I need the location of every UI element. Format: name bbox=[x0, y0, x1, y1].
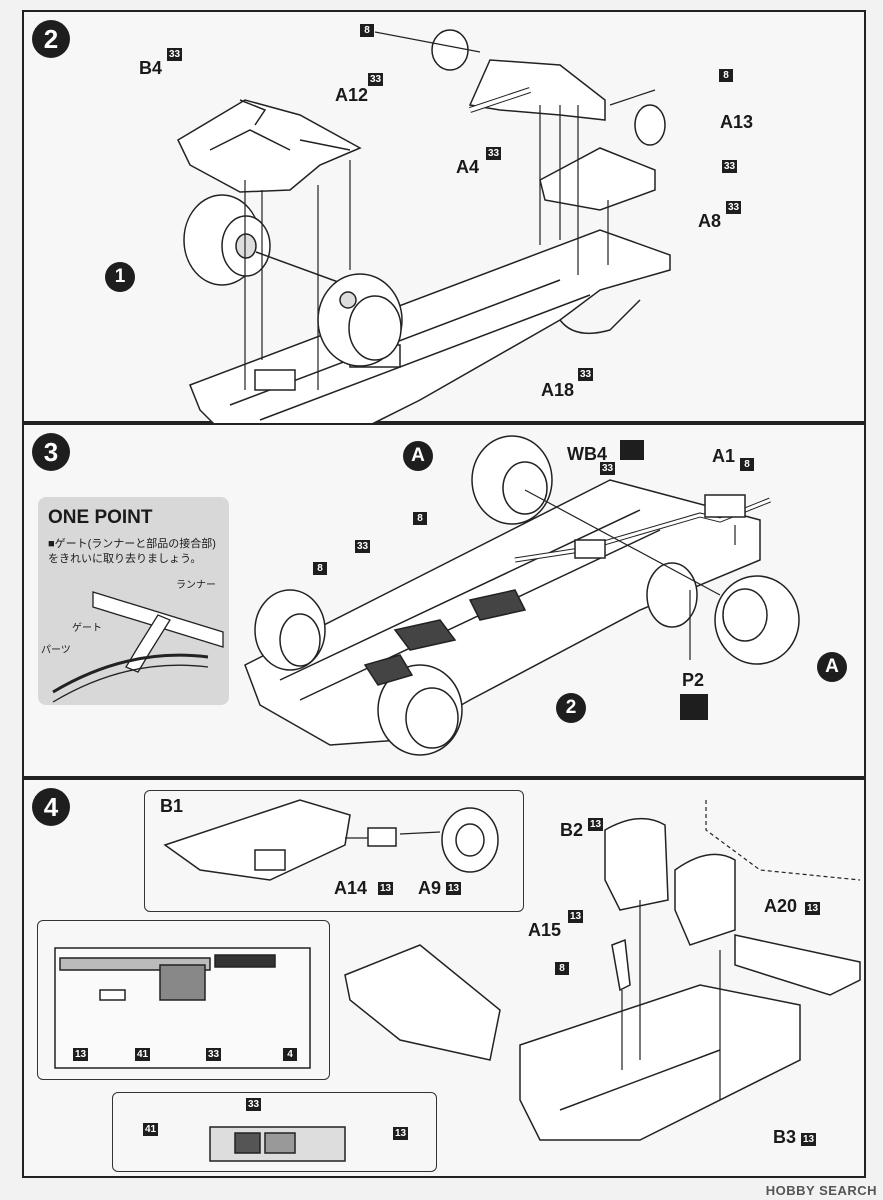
label-b3: B3 bbox=[773, 1127, 797, 1147]
console-tag-33: 33 bbox=[246, 1098, 262, 1111]
glue-icon-p2 bbox=[680, 694, 708, 720]
gate-diagram bbox=[52, 591, 224, 703]
label-a4: A4 bbox=[456, 157, 480, 177]
one-point-runner: ランナー bbox=[176, 580, 216, 591]
label-wb4: WB4 bbox=[567, 444, 607, 464]
one-point-box: ONE POINT ■ゲート(ランナーと部品の接合部)をきれいに取り去りましょう… bbox=[38, 497, 229, 705]
label-a13: A13 bbox=[720, 112, 754, 132]
tag-b4-33: 33 bbox=[167, 48, 183, 61]
tag-b3-13: 13 bbox=[801, 1133, 817, 1146]
tag-8-top: 8 bbox=[360, 24, 374, 37]
one-point-title: ONE POINT bbox=[48, 507, 153, 528]
tag-a9-13: 13 bbox=[446, 882, 462, 895]
label-a12: A12 bbox=[335, 85, 369, 105]
ref-circle-1: 1 bbox=[105, 262, 135, 292]
dash-ref-4: 4 bbox=[283, 1048, 297, 1061]
tag-a12-33: 33 bbox=[368, 73, 384, 86]
circle-2: 2 bbox=[556, 693, 586, 723]
tag-a20-13: 13 bbox=[805, 902, 821, 915]
dash-tag-13: 13 bbox=[73, 1048, 89, 1061]
dash-tag-41: 41 bbox=[135, 1048, 151, 1061]
circle-a-top: A bbox=[403, 441, 433, 471]
tag-a13-33: 33 bbox=[722, 160, 738, 173]
tag-a18-33: 33 bbox=[578, 368, 594, 381]
label-a14: A14 bbox=[334, 878, 368, 898]
label-p2: P2 bbox=[682, 670, 705, 690]
paint-icon-wb4 bbox=[620, 440, 644, 460]
console-tag-41: 41 bbox=[143, 1123, 159, 1136]
console-tag-13: 13 bbox=[393, 1127, 409, 1140]
one-point-parts: パーツ bbox=[41, 645, 71, 656]
tag-a8-33: 33 bbox=[726, 201, 742, 214]
tag-a4-33: 33 bbox=[486, 147, 502, 160]
step-2-number: 2 bbox=[32, 20, 70, 58]
tag-8-mid: 8 bbox=[413, 512, 427, 525]
label-a8: A8 bbox=[698, 211, 722, 231]
tag-8-left: 8 bbox=[313, 562, 327, 575]
label-a15: A15 bbox=[528, 920, 562, 940]
label-a20: A20 bbox=[764, 896, 798, 916]
label-b4: B4 bbox=[139, 58, 163, 78]
tag-a1-8: 8 bbox=[740, 458, 754, 471]
tag-a14-13: 13 bbox=[378, 882, 394, 895]
label-a18: A18 bbox=[541, 380, 575, 400]
dash-tag-33: 33 bbox=[206, 1048, 222, 1061]
tag-33-mid: 33 bbox=[355, 540, 371, 553]
circle-a-right: A bbox=[817, 652, 847, 682]
label-a9: A9 bbox=[418, 878, 442, 898]
tag-a15-8: 8 bbox=[555, 962, 569, 975]
one-point-text: ■ゲート(ランナーと部品の接合部)をきれいに取り去りましょう。 bbox=[48, 538, 216, 565]
tag-a15-13: 13 bbox=[568, 910, 584, 923]
watermark: HOBBY SEARCH bbox=[765, 1183, 877, 1198]
step-4-number: 4 bbox=[32, 788, 70, 826]
label-a1: A1 bbox=[712, 446, 736, 466]
step-3-number: 3 bbox=[32, 433, 70, 471]
one-point-gate: ゲート bbox=[72, 623, 102, 634]
tag-wb4-33: 33 bbox=[600, 462, 616, 475]
tag-b2-13: 13 bbox=[588, 818, 604, 831]
label-b1: B1 bbox=[160, 796, 184, 816]
tag-a13-8: 8 bbox=[719, 69, 733, 82]
label-b2: B2 bbox=[560, 820, 584, 840]
